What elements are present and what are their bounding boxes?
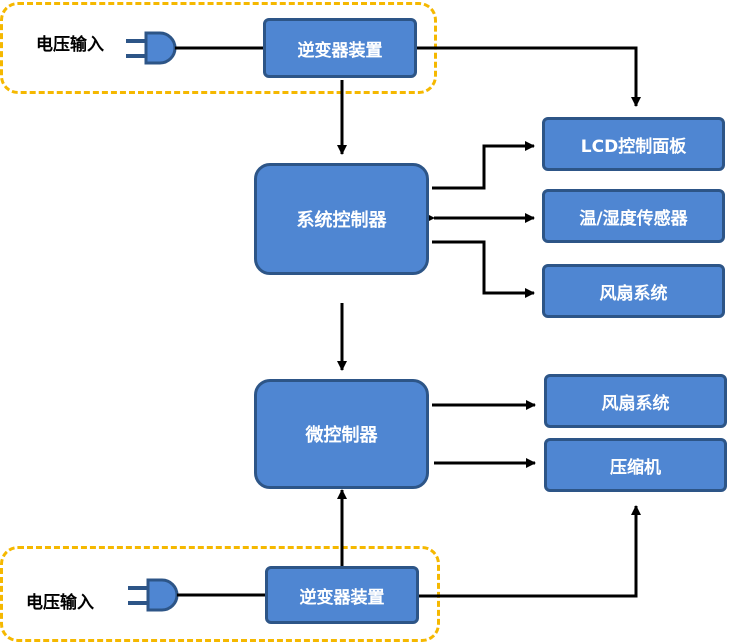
top-voltage-input-label: 电压输入: [36, 35, 104, 55]
sensor-box: 温/湿度传感器: [542, 189, 725, 243]
lcd-panel-box: LCD控制面板: [542, 117, 725, 171]
bottom-inverter-box: 逆变器装置: [265, 566, 419, 624]
arrow-bottom-inverter-to-compressor: [418, 505, 641, 598]
arrow-system-to-lcd: [432, 141, 535, 190]
bottom-voltage-input-label: 电压输入: [26, 593, 94, 613]
top-inverter-box: 逆变器装置: [263, 18, 417, 78]
micro-fan-system-box: 风扇系统: [544, 374, 727, 428]
bottom-input-group: [0, 546, 440, 642]
system-controller-box: 系统控制器: [254, 163, 429, 275]
arrow-system-to-fan: [432, 240, 535, 298]
arrow-inverter-to-lcd: [416, 46, 641, 107]
micro-controller-box: 微控制器: [254, 379, 429, 489]
top-plug-icon: [126, 31, 177, 65]
bottom-plug-icon: [128, 578, 179, 612]
fan-system-box: 风扇系统: [542, 264, 725, 318]
compressor-box: 压缩机: [544, 438, 727, 492]
